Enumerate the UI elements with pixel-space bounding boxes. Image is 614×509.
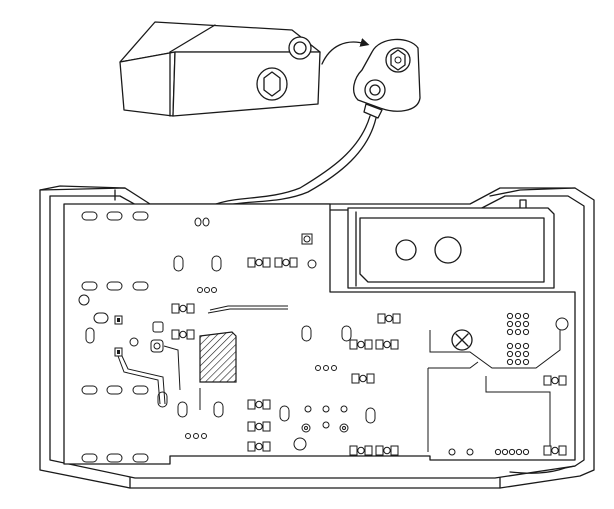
top-small-component: [301, 233, 317, 269]
component-footprint: [171, 329, 195, 340]
component-footprint: [247, 441, 271, 452]
component-footprint: [351, 373, 375, 384]
bottom-right-hole-row: [494, 448, 530, 456]
battery-wires: [215, 115, 377, 207]
component-footprint: [349, 339, 373, 350]
component-footprint: [274, 257, 298, 268]
battery-9v-icon: [119, 21, 321, 117]
board-slots-low-left: [81, 385, 149, 395]
snap-terminal-hex: [385, 47, 411, 73]
component-footprint: [247, 257, 271, 268]
board-holes: [78, 217, 569, 456]
board-slots-top-left: [81, 211, 149, 221]
component-footprint: [247, 421, 271, 432]
battery-terminal-large: [256, 67, 288, 101]
battery-compartment: [347, 207, 555, 289]
component-footprint: [543, 445, 567, 456]
right-hole-grid-lower: [506, 342, 530, 366]
snap-terminal-round: [364, 79, 386, 101]
right-hole-grid-upper: [506, 312, 530, 336]
board-slots-bottom-left: [81, 453, 149, 463]
battery-terminal-small: [288, 36, 312, 60]
component-footprint: [543, 375, 567, 386]
board-slots-mid-left: [81, 281, 149, 291]
component-pads: [171, 257, 567, 456]
hatched-chip: [199, 331, 237, 383]
component-footprint: [375, 339, 399, 350]
component-footprint: [349, 445, 373, 456]
component-footprint: [377, 313, 401, 324]
screw-icon: [451, 329, 473, 351]
board-traces: [117, 305, 561, 452]
component-footprint: [375, 445, 399, 456]
component-footprint: [171, 303, 195, 314]
snap-connector-icon: [352, 38, 421, 119]
circuit-board: [63, 203, 576, 465]
arrow-icon: [321, 38, 370, 65]
component-footprint: [247, 399, 271, 410]
